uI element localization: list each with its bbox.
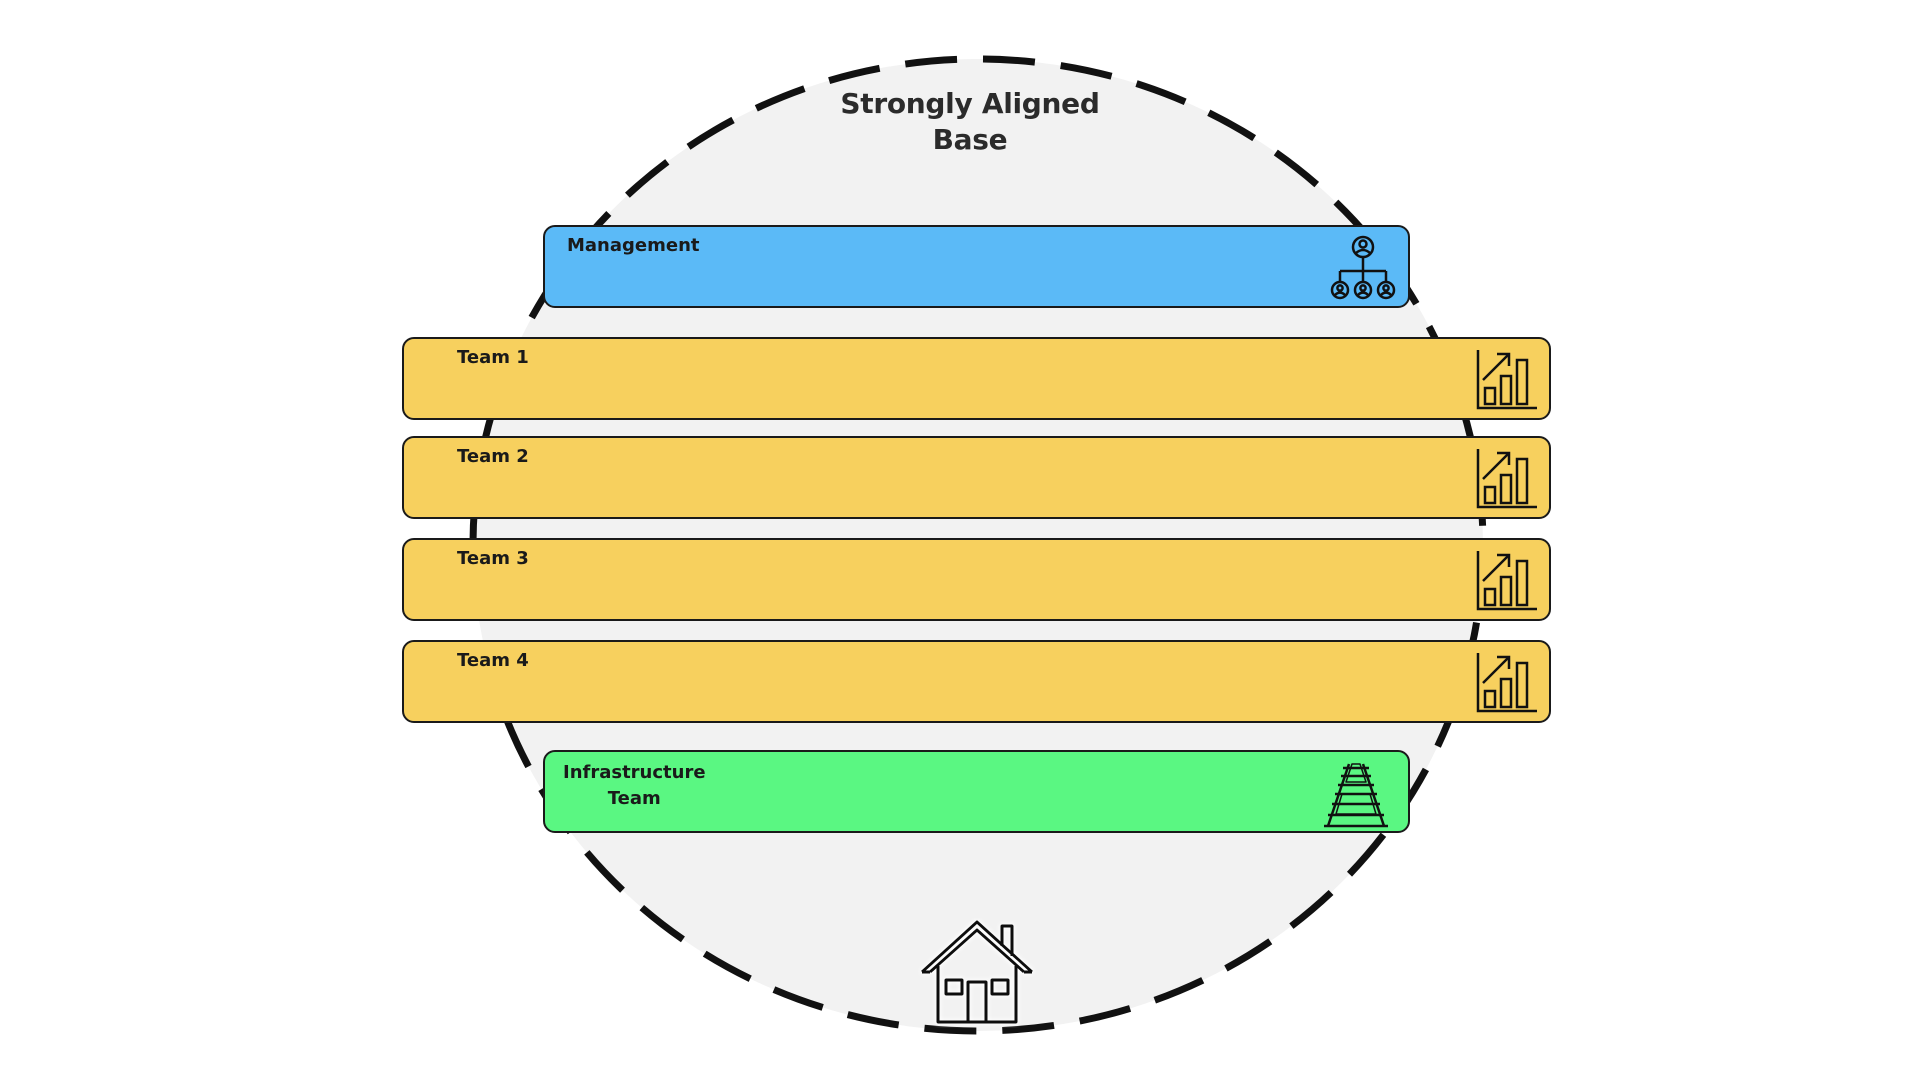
team-3-label: Team 3: [457, 548, 529, 569]
team-3-band: Team 3: [402, 538, 1551, 621]
team-2-band: Team 2: [402, 436, 1551, 519]
team-4-label: Team 4: [457, 650, 529, 671]
team-1-label: Team 1: [457, 347, 529, 368]
team-4-band: Team 4: [402, 640, 1551, 723]
railway-track-icon: [1324, 763, 1388, 828]
infrastructure-team-label: Infrastructure Team: [563, 762, 706, 809]
growth-chart-icon: [1476, 653, 1537, 713]
growth-chart-icon: [1476, 449, 1537, 509]
team-2-label: Team 2: [457, 446, 529, 467]
growth-chart-icon: [1476, 551, 1537, 611]
org-chart-icon: [1330, 235, 1396, 300]
growth-chart-icon: [1476, 350, 1537, 410]
infrastructure-team-band: Infrastructure Team: [543, 750, 1410, 833]
title-line-1: Strongly Aligned: [840, 87, 1100, 120]
house-icon: [920, 920, 1034, 1024]
team-1-band: Team 1: [402, 337, 1551, 420]
diagram-title: Strongly Aligned Base: [760, 86, 1180, 158]
management-label: Management: [567, 235, 700, 256]
management-band: Management: [543, 225, 1410, 308]
title-line-2: Base: [932, 123, 1008, 156]
